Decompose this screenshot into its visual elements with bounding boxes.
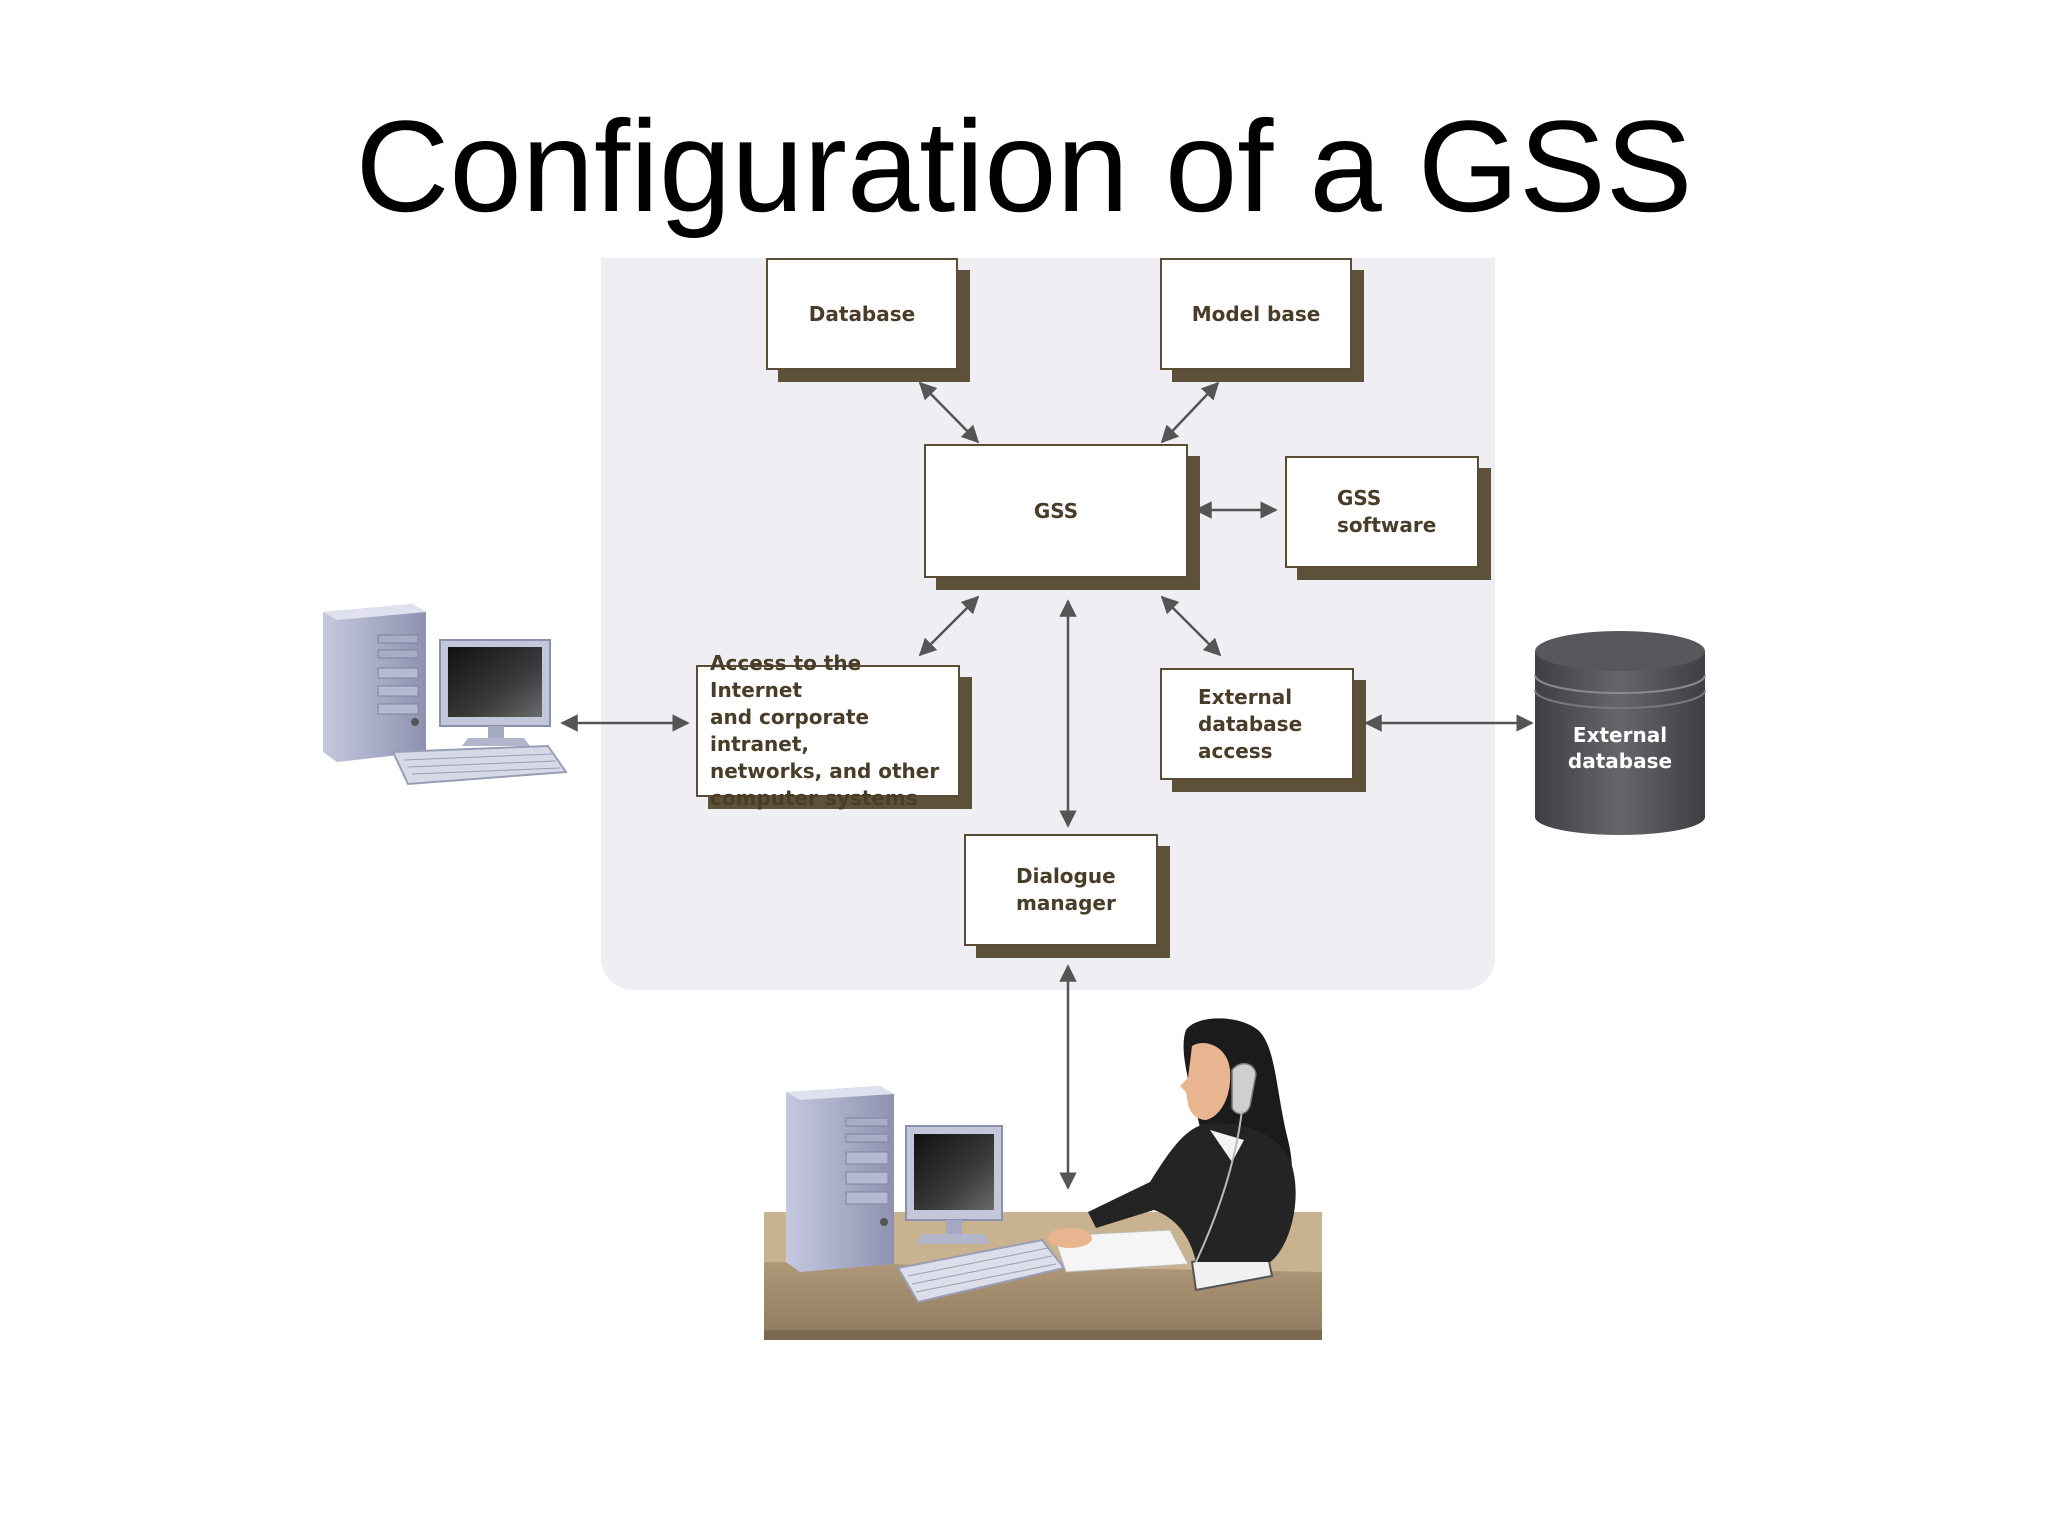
external-db-access-label: External database access	[1198, 684, 1303, 763]
external-database-cylinder-icon	[1534, 631, 1706, 835]
arrow-gss-extdbaccess	[1160, 595, 1222, 657]
gss-box: GSS	[924, 444, 1188, 578]
arrow-gss-internet	[918, 595, 980, 657]
model-base-box: Model base	[1160, 258, 1352, 370]
model-base-label: Model base	[1191, 301, 1321, 326]
external-db-access-box: External database access	[1160, 668, 1354, 780]
internet-access-label: Access to the Internet and corporate int…	[710, 651, 940, 810]
slide-title: Configuration of a GSS	[355, 93, 1693, 239]
dialogue-manager-label: Dialogue manager	[1016, 864, 1116, 915]
database-label: Database	[808, 301, 916, 326]
dialogue-manager-box: Dialogue manager	[964, 834, 1158, 946]
arrow-database-gss	[918, 381, 980, 444]
database-box: Database	[766, 258, 958, 370]
gss-software-box: GSS software	[1285, 456, 1479, 568]
user-at-desk-illustration	[764, 1018, 1322, 1340]
external-database-label: External database	[1567, 723, 1673, 773]
gss-software-label: GSS software	[1337, 486, 1437, 537]
arrow-modelbase-gss	[1160, 381, 1220, 444]
gss-label: GSS	[1033, 498, 1079, 523]
internet-access-box: Access to the Internet and corporate int…	[696, 651, 960, 810]
desktop-computer-icon	[323, 604, 568, 786]
